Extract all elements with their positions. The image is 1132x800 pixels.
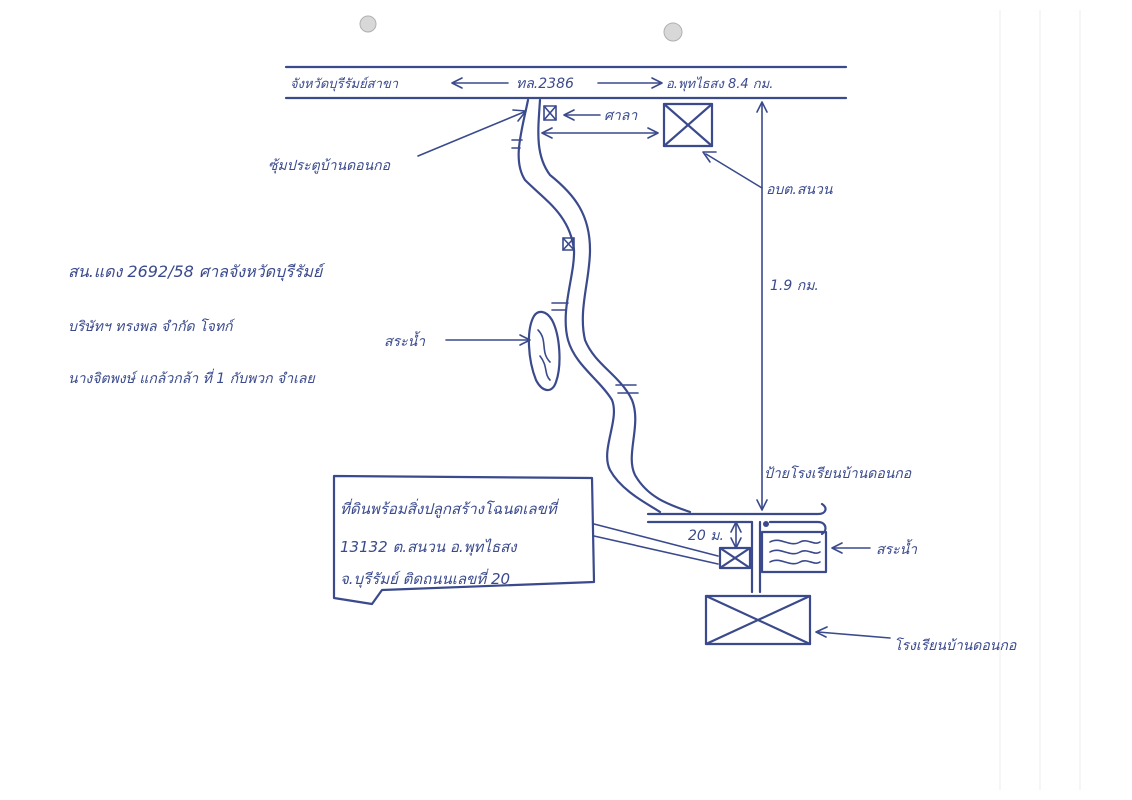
highway-arrows (451, 77, 663, 89)
school-label: โรงเรียนบ้านดอนกอ (894, 637, 1017, 654)
pond-bottom (760, 521, 828, 574)
pond-bottom-label: สระน้ำ (876, 539, 918, 558)
case-note-line-3: นางจิตพงษ์ แกล้วกล้า ที่ 1 กับพวก จำเลย (68, 371, 315, 387)
highway-right-label: อ.พุทไธสง 8.4 กม. (666, 76, 773, 92)
highway (284, 65, 848, 100)
property-marker (718, 546, 752, 570)
paper-lines (999, 10, 1081, 790)
bottom-road (646, 502, 827, 594)
school-sign-label: ป้ายโรงเรียนบ้านดอนกอ (764, 465, 912, 482)
highway-left-label: จังหวัดบุรีรัมย์สาขา (290, 76, 399, 92)
village-road (511, 98, 692, 514)
highway-name: ทล.2386 (516, 76, 574, 92)
distance-short-label: 20 ม. (688, 528, 724, 544)
school-box (704, 594, 812, 646)
distance-long-label: 1.9 กม. (770, 278, 819, 294)
property-line-2: 13132 ต.สนวน อ.พุทไธสง (340, 538, 518, 556)
property-line-3: จ.บุรีรัมย์ ติดถนนเลขที่ 20 (340, 568, 510, 588)
sao-office-box (662, 102, 714, 148)
pond-top (527, 310, 561, 392)
property-callout (332, 474, 719, 606)
punch-hole-left (359, 15, 377, 33)
road-marker (562, 237, 575, 251)
sala-marker (543, 105, 557, 121)
case-note-line-1: สน.แดง 2692/58 ศาลจังหวัดบุรีรัมย์ (68, 262, 323, 281)
property-line-1: ที่ดินพร้อมสิ่งปลูกสร้างโฉนดเลขที่ (340, 498, 560, 518)
sala-label: ศาลา (604, 108, 638, 124)
pond-top-label: สระน้ำ (384, 331, 426, 350)
punch-hole-right (663, 22, 683, 42)
sao-office-label: อบต.สนวน (766, 182, 833, 198)
case-note-line-2: บริษัทฯ ทรงพล จำกัด โจทก์ (68, 319, 233, 335)
village-entrance-label: ซุ้มประตูบ้านดอนกอ (268, 158, 391, 174)
